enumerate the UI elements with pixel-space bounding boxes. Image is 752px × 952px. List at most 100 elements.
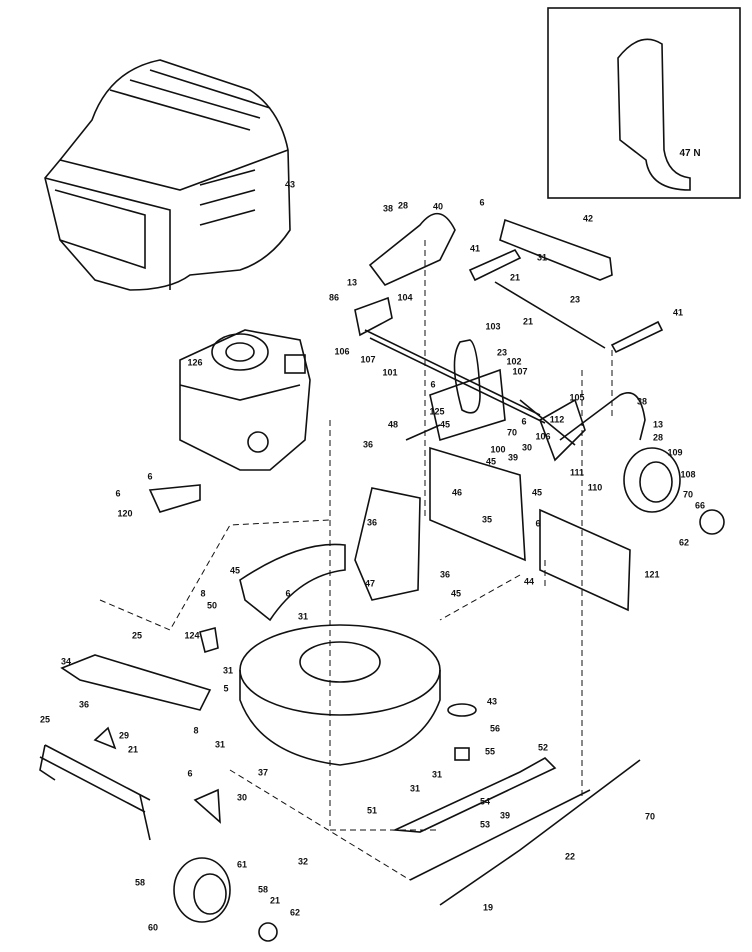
part-52-blade	[391, 757, 557, 833]
part-label: 6	[521, 416, 527, 427]
part-label: 25	[39, 714, 51, 725]
part-41-link-right	[610, 320, 664, 354]
part-label: 31	[222, 665, 234, 676]
part-label: 13	[346, 277, 358, 288]
part-40-bracket	[368, 212, 456, 286]
part-label: 111	[569, 467, 585, 478]
part-label: 46	[451, 487, 463, 498]
part-label: 6	[115, 488, 121, 499]
part-label: 39	[507, 452, 519, 463]
part-100-rod	[519, 399, 576, 446]
part-label: 38	[382, 203, 394, 214]
part-label: 29	[118, 730, 130, 741]
part-label: 70	[644, 811, 656, 822]
part-108-rear-wheel	[623, 447, 681, 513]
part-label: 55	[484, 746, 496, 757]
part-label: 25	[131, 630, 143, 641]
part-label: 58	[134, 877, 146, 888]
part-label: 109	[667, 447, 683, 458]
part-label: 13	[652, 419, 664, 430]
part-label: 70	[506, 427, 518, 438]
part-104-plate	[354, 296, 393, 337]
part-label: 32	[297, 856, 309, 867]
part-label: 106	[535, 431, 551, 442]
part-22-39-rods	[409, 759, 641, 906]
part-label: 36	[439, 569, 451, 580]
part-label: 40	[432, 201, 444, 212]
part-label: 21	[522, 316, 534, 327]
part-label: 120	[117, 508, 133, 519]
part-label: 106	[334, 346, 350, 357]
part-label: 48	[387, 419, 399, 430]
part-48-pin	[405, 424, 441, 441]
part-label: 6	[430, 379, 436, 390]
part-label: 31	[409, 783, 421, 794]
part-label: 31	[431, 769, 443, 780]
part-label: 30	[236, 792, 248, 803]
part-37-deck	[239, 624, 441, 766]
part-44-rear-door	[429, 446, 526, 562]
part-label: 37	[257, 767, 269, 778]
part-label: 110	[587, 482, 603, 493]
part-label: 21	[127, 744, 139, 755]
part-label: 42	[582, 213, 594, 224]
part-label: 6	[535, 518, 541, 529]
part-label: 45	[531, 487, 543, 498]
part-label: 45	[485, 456, 497, 467]
part-label: 22	[564, 851, 576, 862]
part-label: 54	[479, 796, 491, 807]
part-label: 124	[184, 630, 200, 641]
part-label: 58	[257, 884, 269, 895]
part-label: 6	[285, 588, 291, 599]
part-label: 86	[328, 292, 340, 303]
part-label: 101	[382, 367, 398, 378]
part-label: 52	[537, 742, 549, 753]
part-55-key	[454, 747, 470, 761]
part-label: 6	[479, 197, 485, 208]
part-61-front-wheel	[173, 857, 231, 923]
part-43-bag-housing	[44, 59, 291, 291]
part-label: 105	[569, 392, 585, 403]
part-label: 8	[200, 588, 206, 599]
part-label: 21	[509, 272, 521, 283]
part-label: 31	[214, 739, 226, 750]
part-label: 6	[147, 471, 153, 482]
part-30-bracket	[193, 788, 221, 824]
part-label: 23	[496, 347, 508, 358]
part-label: 107	[360, 354, 376, 365]
part-49-chute-tube	[239, 543, 346, 622]
assembly-lines	[99, 240, 613, 881]
part-120-plate	[148, 484, 201, 513]
inset-part-label: 47 N	[679, 148, 701, 159]
part-29-bracket	[93, 726, 117, 750]
part-41-link	[468, 248, 522, 282]
part-label: 36	[362, 439, 374, 450]
part-label: 43	[486, 696, 498, 707]
part-label: 47	[364, 578, 376, 589]
part-label: 45	[439, 419, 451, 430]
part-label: 56	[489, 723, 501, 734]
part-121-plate	[539, 508, 631, 612]
part-label: 28	[397, 200, 409, 211]
part-label: 38	[636, 396, 648, 407]
part-38-bracket	[559, 392, 646, 441]
part-label: 112	[549, 414, 565, 425]
part-label: 102	[506, 356, 522, 367]
part-105-plate	[539, 398, 586, 462]
part-62-cap	[699, 509, 725, 535]
part-label: 62	[678, 537, 690, 548]
part-126-engine	[179, 329, 311, 471]
part-label: 66	[694, 500, 706, 511]
part-label: 70	[682, 489, 694, 500]
part-label: 41	[672, 307, 684, 318]
part-label: 61	[236, 859, 248, 870]
part-label: 30	[521, 442, 533, 453]
part-43-adapter	[447, 703, 477, 717]
part-23-rod	[494, 281, 606, 349]
part-label: 108	[680, 469, 696, 480]
part-label: 5	[223, 683, 229, 694]
part-label: 19	[482, 902, 494, 913]
inset-box	[547, 7, 741, 199]
part-25-axle	[39, 744, 151, 841]
